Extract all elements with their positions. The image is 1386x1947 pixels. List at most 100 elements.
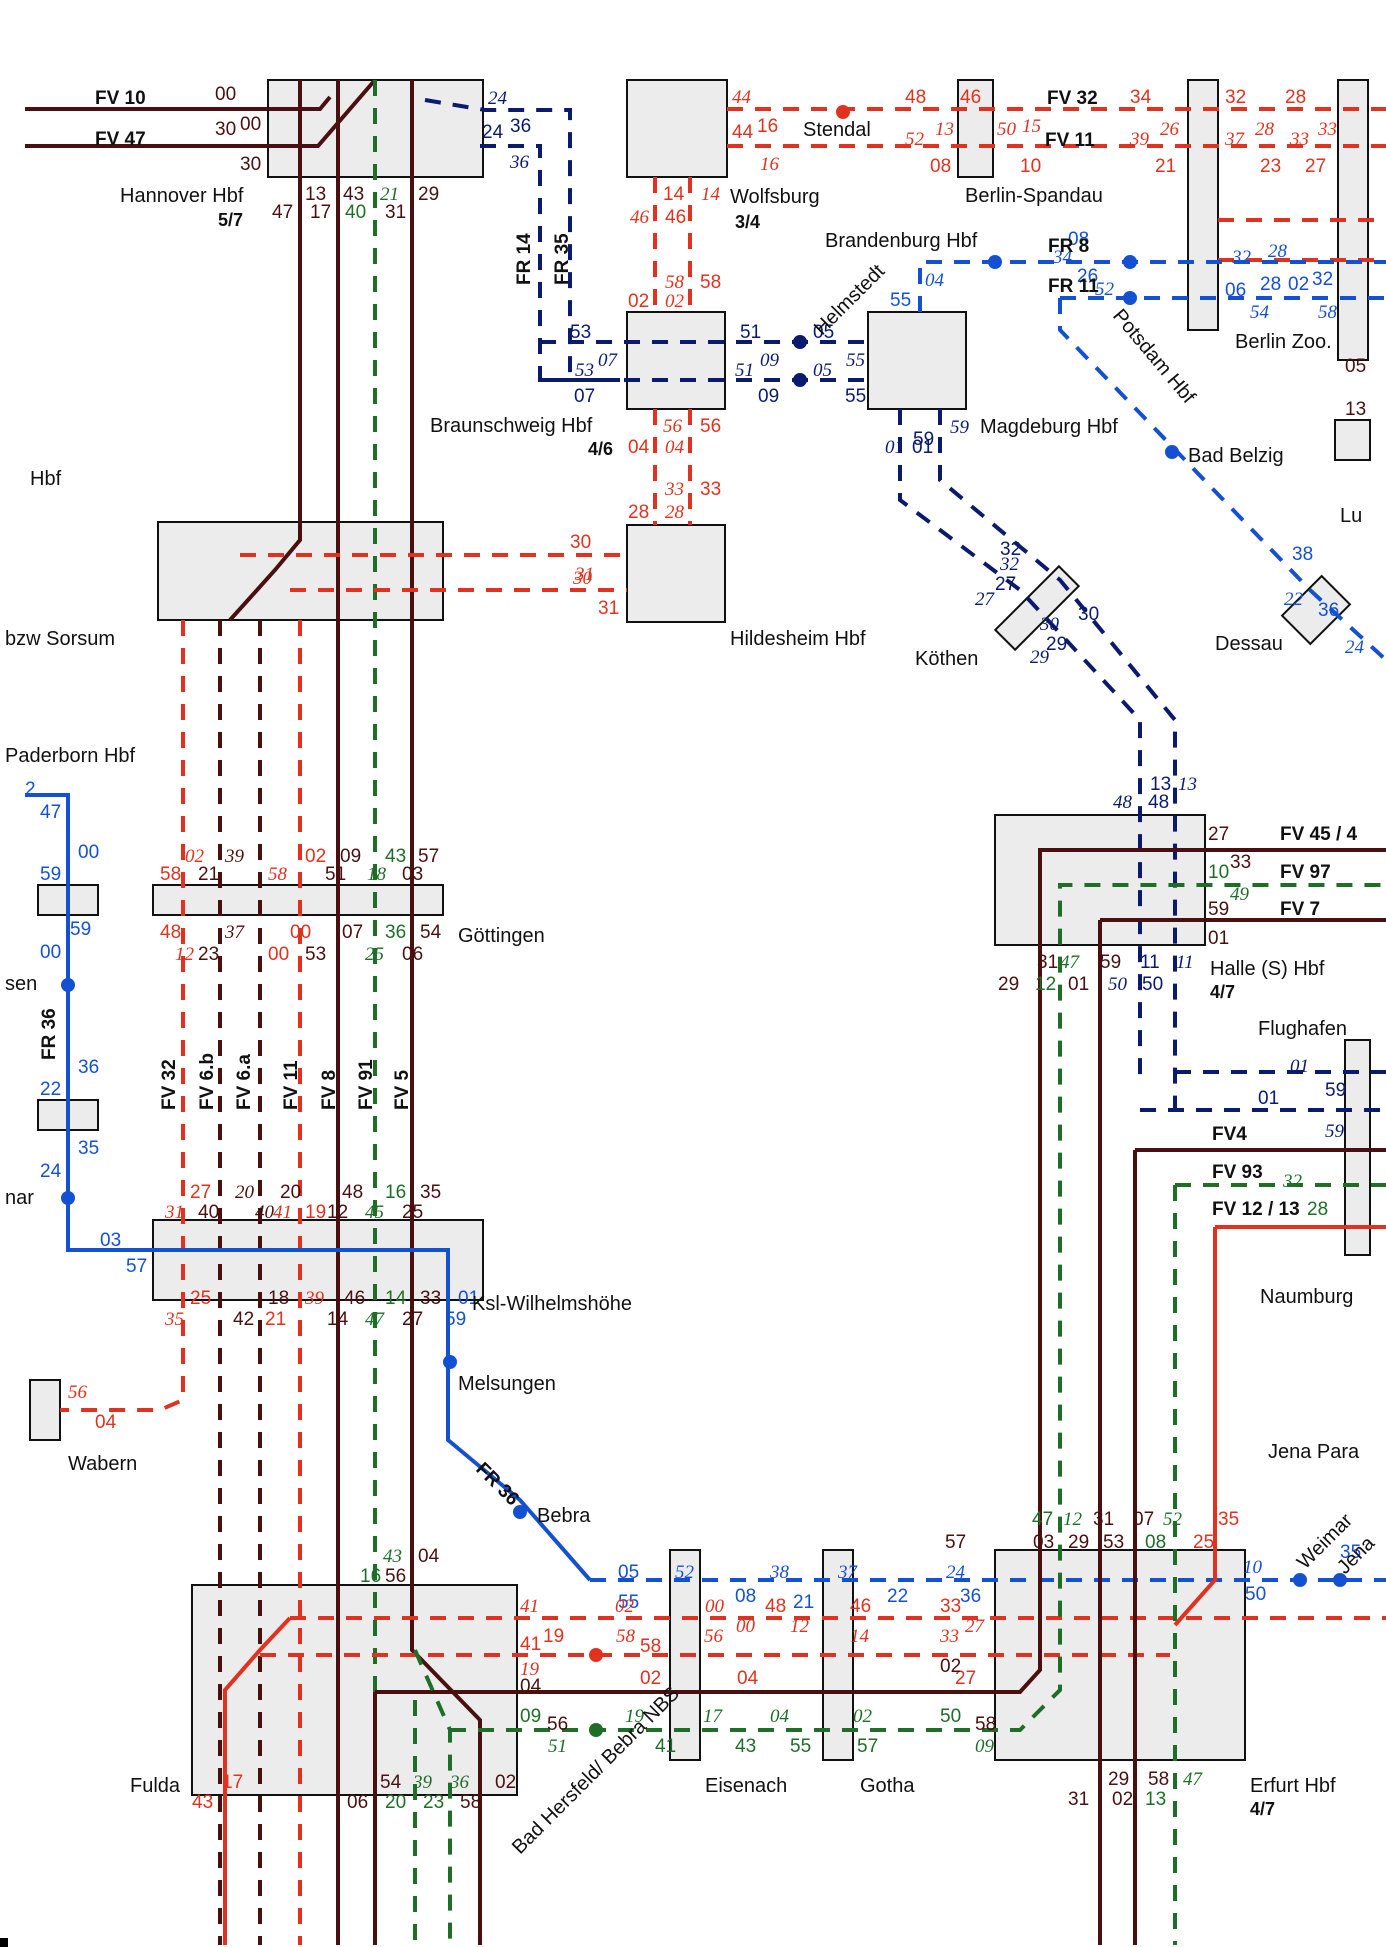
time-label: 04: [418, 1546, 440, 1567]
time-label: 41: [655, 1736, 676, 1757]
time-label: 31: [1068, 1789, 1089, 1810]
time-label: 49: [1230, 884, 1250, 905]
station-label-bebra: Bebra: [537, 1505, 591, 1527]
time-label: 28: [1268, 241, 1288, 262]
time-label: 48: [1113, 792, 1133, 813]
time-label: 52: [905, 129, 925, 150]
time-label: 27: [1208, 824, 1229, 845]
time-label: 13: [935, 119, 954, 140]
time-label: 51: [735, 360, 754, 381]
time-label: 22: [887, 1586, 908, 1607]
time-label: 39: [304, 1288, 325, 1309]
line-label-fr-36: FR 36: [471, 1459, 522, 1510]
time-label: 47: [1183, 1769, 1204, 1790]
time-label: 03: [402, 864, 423, 885]
time-label: 35: [1218, 1509, 1239, 1530]
bad-belzig-dot: [1165, 445, 1179, 459]
stendal-dot: [836, 105, 850, 119]
line-label-fv-11: FV 11: [281, 1060, 302, 1110]
station-box-lu-box: [1334, 419, 1371, 461]
time-label: 57: [857, 1736, 878, 1757]
time-label: 52: [675, 1562, 695, 1583]
potsdam-dot: [1123, 291, 1137, 305]
weimar-dot: [1293, 1573, 1307, 1587]
time-label: 21: [793, 1592, 814, 1613]
time-label: 23: [423, 1792, 444, 1813]
time-label: 43: [735, 1736, 756, 1757]
bebra-dot: [513, 1505, 527, 1519]
station-label-lu: Lu: [1340, 505, 1362, 527]
time-label: 16: [360, 1566, 381, 1587]
station-label-flughafen: Flughafen: [1258, 1018, 1347, 1040]
time-label: 01: [1290, 1056, 1309, 1077]
time-label: 37: [1224, 129, 1246, 150]
time-label: 02: [665, 291, 685, 312]
time-label: 57: [945, 1532, 966, 1553]
fr-koethen-1: [898, 409, 1142, 1085]
time-label: 21: [198, 864, 219, 885]
time-label: 02: [185, 846, 205, 867]
time-label: 55: [890, 290, 911, 311]
time-label: 32: [1282, 1171, 1303, 1192]
station-label-brandenburg: Brandenburg Hbf: [825, 230, 978, 252]
time-label: 01: [1258, 1088, 1279, 1109]
time-label: 04: [925, 270, 945, 291]
time-label: 05: [1345, 356, 1366, 377]
time-label: 35: [420, 1182, 441, 1203]
brandenburg-dot: [988, 255, 1002, 269]
line-label-fv-8: FV 8: [319, 1070, 340, 1110]
time-label: 48: [160, 922, 181, 943]
time-label: 01: [1208, 928, 1229, 949]
time-label: 37: [837, 1562, 859, 1583]
time-label: 30: [215, 119, 236, 140]
time-label: 12: [175, 944, 195, 965]
time-label: 04: [520, 1676, 542, 1697]
time-label: 45: [365, 1202, 384, 1223]
time-label: 14: [850, 1626, 870, 1647]
time-label: 09: [340, 846, 361, 867]
station-label-magdeburg: Magdeburg Hbf: [980, 416, 1118, 438]
line-label-fv-12-13: FV 12 / 13: [1212, 1199, 1300, 1220]
time-label: 47: [365, 1309, 386, 1330]
fulda-red-dot: [589, 1648, 603, 1662]
time-label: 14: [327, 1309, 349, 1330]
station-label-paderborn: Paderborn Hbf: [5, 745, 136, 767]
time-label: 24: [488, 88, 508, 109]
time-label: 33: [1230, 852, 1251, 873]
line-label-fv-5: FV 5: [392, 1069, 413, 1110]
time-label: 12: [1035, 974, 1056, 995]
line-label-fv-91: FV 91: [356, 1059, 377, 1110]
station-box-hildesheim: [626, 524, 726, 623]
time-label: 04: [628, 437, 650, 458]
fr8-dot: [1123, 255, 1137, 269]
time-label: 10: [1243, 1557, 1263, 1578]
time-label: 33: [940, 1596, 961, 1617]
time-label: 36: [78, 1057, 99, 1078]
time-label: 32: [1000, 539, 1021, 560]
line-label-fv-97: FV 97: [1280, 862, 1331, 883]
time-label: 18: [268, 1288, 289, 1309]
time-label: 00: [290, 922, 311, 943]
time-label: 02: [640, 1668, 661, 1689]
time-label: 29: [1068, 1532, 1089, 1553]
time-label: 56: [700, 416, 721, 437]
time-label: 54: [1250, 302, 1270, 323]
fr35-line: [480, 144, 620, 382]
time-label: 53: [570, 322, 591, 343]
station-label-braunschweig: Braunschweig Hbf: [430, 415, 593, 437]
station-label-hannover: Hannover Hbf: [120, 185, 244, 207]
station-label-dessau: Dessau: [1215, 633, 1283, 655]
time-label: 44: [732, 87, 752, 108]
time-label: 11: [1176, 952, 1194, 973]
fr14-line: [424, 98, 580, 382]
station-label-halle: Halle (S) Hbf: [1210, 958, 1325, 980]
time-label: 39: [412, 1772, 433, 1793]
time-label: 46: [344, 1288, 365, 1309]
time-label: 30: [1078, 604, 1099, 625]
time-label: 48: [905, 87, 926, 108]
time-label: 00: [705, 1596, 725, 1617]
time-label: 27: [975, 589, 996, 610]
time-label: 20: [280, 1182, 301, 1203]
time-label: 13: [305, 184, 326, 205]
time-label: 24: [40, 1161, 62, 1182]
